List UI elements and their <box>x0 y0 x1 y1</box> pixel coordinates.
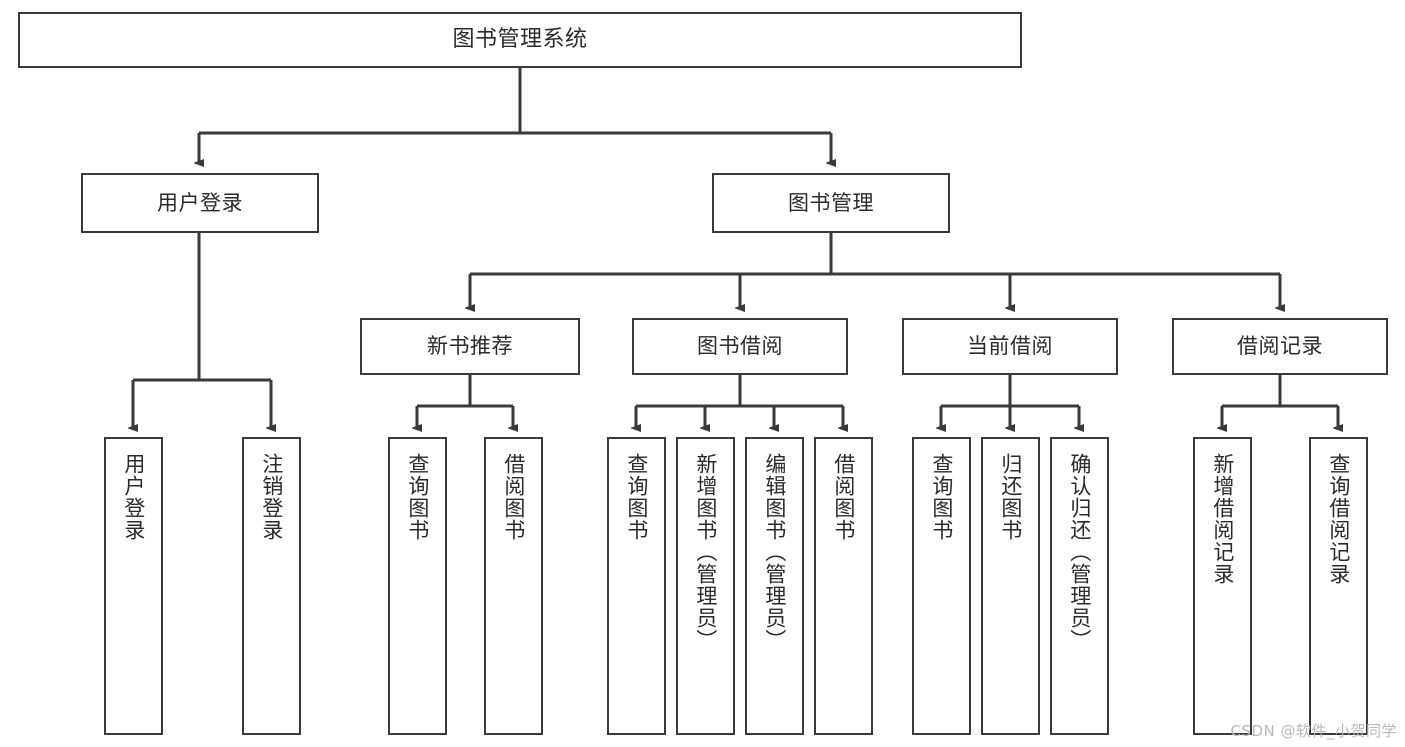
node-label: 当前借阅 <box>967 334 1053 359</box>
node-label: 图书管理 <box>788 190 874 215</box>
node-leaf-logout-login[interactable]: 注销登录 <box>242 437 301 735</box>
node-leaf-add-book[interactable]: 新增图书（管理员） <box>676 437 735 735</box>
node-book-management[interactable]: 图书管理 <box>712 173 950 233</box>
node-leaf-confirm-return[interactable]: 确认归还（管理员） <box>1050 437 1109 735</box>
node-label: 用户登录 <box>157 190 243 215</box>
node-label: 借阅记录 <box>1237 334 1323 359</box>
node-leaf-return-book[interactable]: 归还图书 <box>981 437 1040 735</box>
node-leaf-query-record[interactable]: 查询借阅记录 <box>1309 437 1368 735</box>
node-new-book-recommend[interactable]: 新书推荐 <box>360 318 580 375</box>
node-book-borrow[interactable]: 图书借阅 <box>632 318 848 375</box>
node-label: 图书借阅 <box>697 334 783 359</box>
node-label: 确认归还（管理员） <box>1067 453 1092 651</box>
node-user-login[interactable]: 用户登录 <box>81 173 319 233</box>
node-current-borrow[interactable]: 当前借阅 <box>902 318 1118 375</box>
csdn-watermark: CSDN @软件_小贺同学 <box>1230 722 1397 740</box>
node-label: 新增借阅记录 <box>1210 453 1235 585</box>
node-root-book-management-system[interactable]: 图书管理系统 <box>18 12 1022 68</box>
node-label: 查询借阅记录 <box>1326 453 1351 585</box>
node-leaf-query-book-1[interactable]: 查询图书 <box>388 437 447 735</box>
node-borrow-record[interactable]: 借阅记录 <box>1172 318 1388 375</box>
node-label: 新书推荐 <box>427 334 513 359</box>
node-leaf-user-login[interactable]: 用户登录 <box>104 437 163 735</box>
node-leaf-borrow-book-2[interactable]: 借阅图书 <box>814 437 873 735</box>
node-label: 编辑图书（管理员） <box>762 453 787 651</box>
node-leaf-edit-book[interactable]: 编辑图书（管理员） <box>745 437 804 735</box>
node-label: 查询图书 <box>405 453 430 541</box>
node-label: 查询图书 <box>624 453 649 541</box>
node-leaf-add-record[interactable]: 新增借阅记录 <box>1193 437 1252 735</box>
node-label: 新增图书（管理员） <box>693 453 718 651</box>
node-leaf-query-book-3[interactable]: 查询图书 <box>912 437 971 735</box>
node-label: 查询图书 <box>929 453 954 541</box>
node-label: 注销登录 <box>259 453 284 541</box>
node-label: 借阅图书 <box>501 453 526 541</box>
node-label: 图书管理系统 <box>452 26 588 52</box>
node-leaf-query-book-2[interactable]: 查询图书 <box>607 437 666 735</box>
node-leaf-borrow-book-1[interactable]: 借阅图书 <box>484 437 543 735</box>
node-label: 用户登录 <box>121 453 146 541</box>
node-label: 借阅图书 <box>831 453 856 541</box>
node-label: 归还图书 <box>998 453 1023 541</box>
